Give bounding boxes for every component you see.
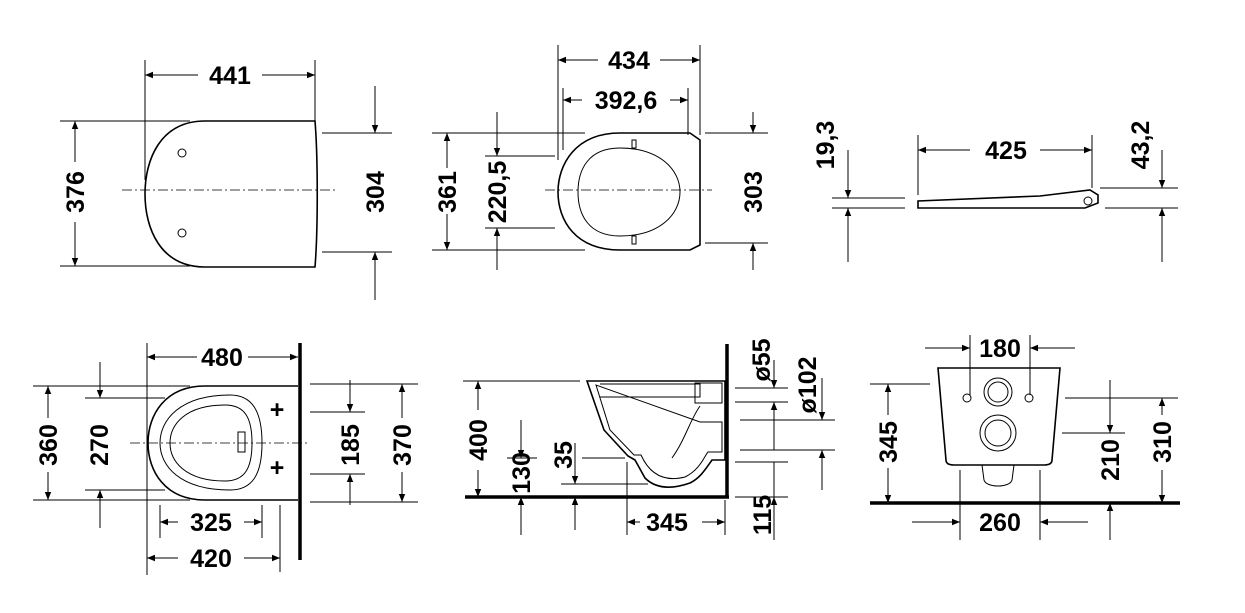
svg-text:361: 361 bbox=[434, 171, 462, 213]
svg-text:392,6: 392,6 bbox=[595, 87, 658, 115]
seat-profile bbox=[917, 189, 1099, 209]
dim-310: 310 bbox=[1065, 397, 1178, 503]
seat-opening bbox=[169, 404, 253, 482]
dim-303: 303 bbox=[705, 112, 768, 270]
bowl-front-view: 180 345 210 310 260 bbox=[870, 335, 1180, 540]
seat-ring-view: 434 392,6 361 220,5 303 bbox=[432, 45, 768, 270]
dim-260: 260 bbox=[912, 470, 1088, 540]
svg-text:425: 425 bbox=[985, 137, 1027, 165]
dim-345-projection: 345 bbox=[626, 462, 726, 537]
hinge-pin bbox=[1083, 196, 1093, 206]
dim-130: 130 bbox=[507, 420, 537, 535]
hinge-hole bbox=[177, 148, 187, 158]
svg-text:180: 180 bbox=[979, 335, 1021, 363]
dim-392-6: 392,6 bbox=[562, 87, 689, 150]
inlet-opening-inner bbox=[987, 381, 1009, 403]
outlet-opening-inner bbox=[984, 419, 1012, 447]
svg-text:345: 345 bbox=[875, 421, 903, 463]
dim-115: 115 bbox=[735, 461, 788, 540]
dim-220-5: 220,5 bbox=[484, 112, 555, 270]
svg-text:115: 115 bbox=[749, 495, 777, 535]
svg-text:270: 270 bbox=[86, 424, 114, 466]
svg-text:ø55: ø55 bbox=[748, 338, 776, 381]
svg-text:260: 260 bbox=[979, 509, 1021, 537]
svg-text:376: 376 bbox=[62, 171, 90, 213]
dim-19-3: 19,3 bbox=[812, 121, 905, 262]
svg-text:370: 370 bbox=[389, 424, 417, 466]
dim-376: 376 bbox=[60, 120, 190, 267]
dim-304: 304 bbox=[322, 86, 392, 300]
dim-361: 361 bbox=[432, 132, 585, 251]
seat-outline bbox=[144, 120, 319, 268]
svg-text:480: 480 bbox=[201, 344, 243, 372]
ring-outer bbox=[557, 132, 701, 251]
dim-425: 425 bbox=[917, 135, 1093, 195]
dim-420: 420 bbox=[147, 505, 281, 573]
outlet bbox=[981, 464, 1015, 487]
fixing-point-icon: + bbox=[270, 396, 285, 424]
bowl-inner-profile bbox=[595, 384, 723, 479]
dim-441: 441 bbox=[144, 60, 316, 180]
dim-210: 210 bbox=[1062, 380, 1125, 540]
dim-35: 35 bbox=[550, 441, 648, 530]
bowl-top-view: + + 480 360 270 185 370 bbox=[33, 343, 418, 575]
outlet bbox=[237, 431, 246, 453]
svg-text:220,5: 220,5 bbox=[484, 161, 512, 224]
svg-text:400: 400 bbox=[465, 419, 493, 461]
svg-text:303: 303 bbox=[740, 171, 768, 213]
bowl-front-outline bbox=[937, 367, 1061, 466]
dim-43-2: 43,2 bbox=[1100, 121, 1178, 262]
svg-text:304: 304 bbox=[362, 171, 390, 213]
dim-o55: ø55 bbox=[735, 338, 788, 450]
inlet-opening bbox=[983, 377, 1013, 407]
hinge-hole bbox=[177, 228, 187, 238]
inlet bbox=[694, 382, 723, 404]
dim-400: 400 bbox=[463, 380, 580, 497]
svg-text:420: 420 bbox=[190, 545, 232, 573]
fixing-hole bbox=[1024, 393, 1034, 403]
rim bbox=[600, 383, 701, 398]
bowl-profile bbox=[585, 380, 726, 488]
dim-325: 325 bbox=[159, 505, 263, 538]
svg-text:35: 35 bbox=[550, 441, 578, 469]
svg-text:19,3: 19,3 bbox=[812, 121, 840, 170]
dim-360: 360 bbox=[33, 385, 190, 501]
seat-top-view: 441 376 304 bbox=[60, 60, 392, 300]
svg-text:310: 310 bbox=[1149, 421, 1177, 463]
svg-text:210: 210 bbox=[1097, 439, 1125, 481]
buffer bbox=[631, 139, 637, 149]
svg-text:ø102: ø102 bbox=[794, 357, 822, 414]
dim-370: 370 bbox=[310, 383, 418, 503]
outlet-opening bbox=[979, 414, 1017, 452]
svg-text:185: 185 bbox=[337, 424, 365, 466]
svg-text:441: 441 bbox=[209, 62, 251, 90]
dim-o102: ø102 bbox=[740, 357, 835, 490]
buffer bbox=[631, 235, 637, 245]
ring-inner bbox=[577, 147, 681, 237]
svg-text:360: 360 bbox=[35, 424, 63, 466]
fixing-hole bbox=[962, 393, 972, 403]
svg-text:345: 345 bbox=[646, 509, 688, 537]
dim-185: 185 bbox=[310, 380, 365, 505]
dim-180: 180 bbox=[925, 335, 1075, 395]
dim-270: 270 bbox=[85, 362, 165, 528]
fixing-point-icon: + bbox=[270, 454, 285, 482]
svg-text:325: 325 bbox=[190, 509, 232, 537]
svg-text:43,2: 43,2 bbox=[1127, 121, 1155, 170]
svg-text:434: 434 bbox=[608, 47, 650, 75]
svg-text:130: 130 bbox=[508, 452, 536, 494]
dim-345-height: 345 bbox=[870, 383, 930, 503]
bowl-side-view: 400 130 35 345 ø55 ø102 bbox=[463, 338, 835, 540]
siphon bbox=[671, 405, 701, 459]
bowl-inner bbox=[159, 394, 263, 491]
dim-434: 434 bbox=[557, 45, 701, 160]
dim-480: 480 bbox=[146, 343, 298, 575]
seat-side-view: 19,3 425 43,2 bbox=[812, 121, 1178, 262]
